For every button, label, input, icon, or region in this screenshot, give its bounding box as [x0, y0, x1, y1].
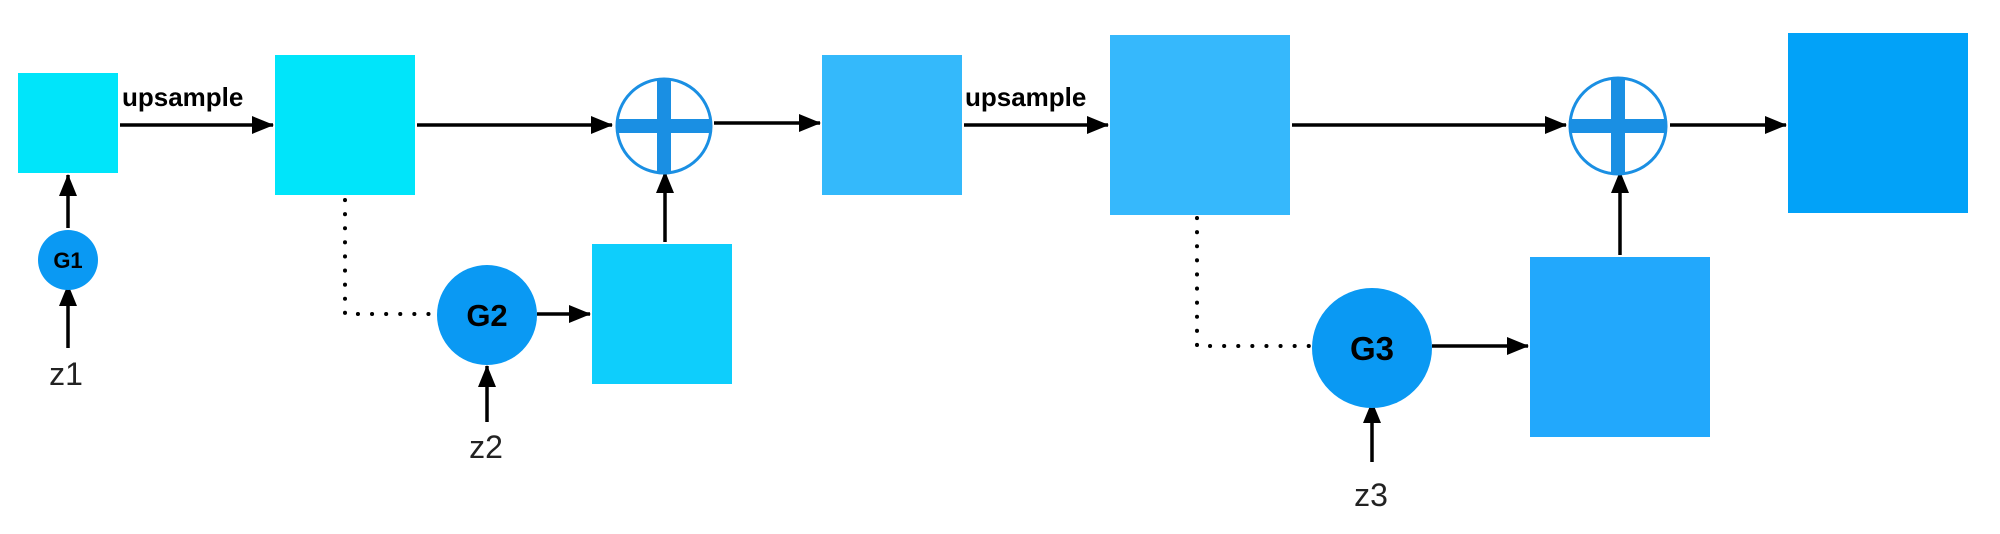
generator-g1-label: G1: [53, 248, 82, 273]
adder-2: [1568, 76, 1668, 176]
upsample-label-2: upsample: [965, 82, 1086, 112]
noise-z2-label: z2: [469, 429, 503, 465]
generator-g3: G3: [1312, 288, 1432, 408]
image-block-level2-output: [1788, 33, 1968, 213]
image-block-level0: [18, 73, 118, 173]
upsample-label-1: upsample: [122, 82, 243, 112]
dotted-link-level1: [343, 198, 434, 316]
image-block-level1: [822, 55, 962, 195]
generator-g1: G1: [38, 230, 98, 290]
dotted-link-level2: [1195, 216, 1314, 348]
residual-block-level2: [1530, 257, 1710, 437]
noise-z1-label: z1: [49, 356, 83, 392]
image-block-level1-upsampled: [275, 55, 415, 195]
image-block-level2-upsampled: [1110, 35, 1290, 215]
generator-g2: G2: [437, 265, 537, 365]
residual-block-level1: [592, 244, 732, 384]
generator-g2-label: G2: [466, 298, 507, 333]
noise-z3-label: z3: [1354, 477, 1388, 513]
adder-1: [615, 77, 713, 175]
generator-g3-label: G3: [1350, 330, 1394, 367]
